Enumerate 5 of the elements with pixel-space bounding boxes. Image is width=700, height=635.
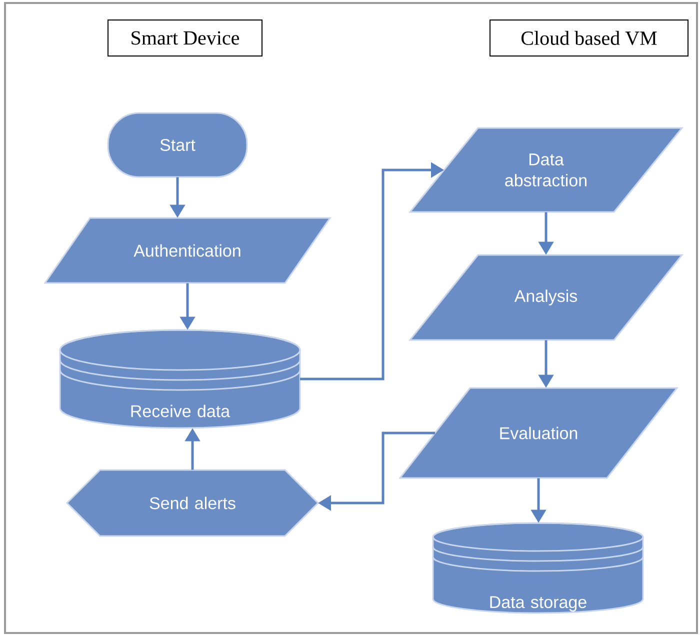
storage-cylinder: Receive data bbox=[59, 329, 301, 429]
start-terminator: Start bbox=[107, 112, 248, 178]
heading-box: Cloud based VM bbox=[490, 20, 688, 56]
heading-box: Smart Device bbox=[108, 20, 262, 56]
storage-cylinder: Data storage bbox=[432, 522, 644, 614]
